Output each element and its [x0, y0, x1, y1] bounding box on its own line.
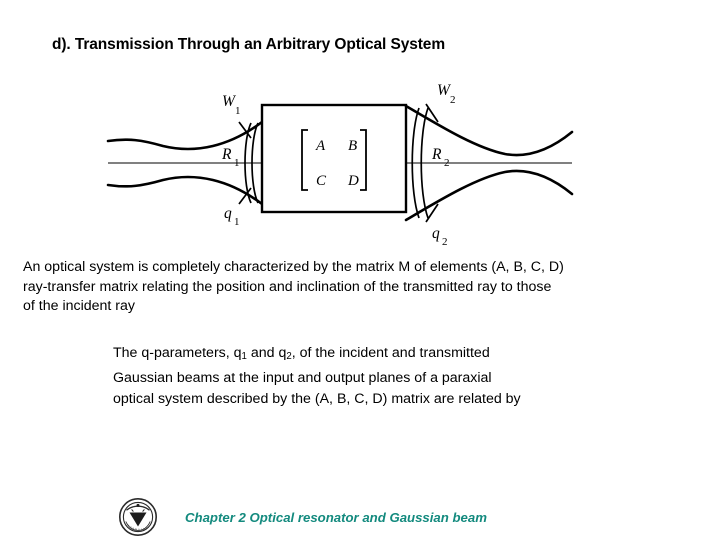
input-wavefront-arc-inner	[251, 122, 259, 204]
label-input-radius: R 1	[221, 146, 240, 169]
input-q-parameter-tick	[238, 187, 252, 205]
matrix-right-bracket	[360, 129, 367, 191]
diagram-canvas: A B C D W 1 R 1 q 1 W 2	[106, 82, 574, 248]
svg-text:I: I	[140, 527, 142, 531]
optical-system-box	[260, 103, 408, 214]
output-beam-width-tick	[425, 103, 439, 123]
input-beam-upper-envelope	[106, 120, 264, 151]
svg-text:X: X	[138, 528, 140, 532]
indented-line-1-part-2: and q	[246, 345, 287, 361]
university-seal-logo-icon: S H A N X I U N	[118, 497, 158, 537]
label-q1-subscript: 1	[234, 216, 240, 228]
label-q2-subscript: 2	[442, 236, 448, 248]
body-line-2: ray-transfer matrix relating the positio…	[23, 278, 552, 295]
svg-text:A: A	[132, 526, 135, 530]
indented-paragraph: The q-parameters, q1 and q2, of the inci…	[113, 343, 673, 411]
label-W1-base: W	[222, 93, 237, 110]
matrix-element-c: C	[316, 173, 327, 189]
label-q2-base: q	[432, 225, 440, 242]
indented-line-1-part-3: , of the incident and transmitted	[291, 345, 490, 361]
indented-line-1-part-1: The q-parameters, q	[113, 345, 242, 361]
svg-text:H: H	[129, 525, 133, 529]
label-output-radius: R 2	[431, 146, 450, 169]
input-beam-width-tick	[238, 121, 252, 139]
label-output-q-parameter: q 2	[432, 225, 448, 248]
output-wavefront-arc-inner	[411, 107, 420, 219]
matrix-element-d: D	[347, 173, 359, 189]
label-R2-base: R	[431, 146, 442, 163]
indented-line-1: The q-parameters, q1 and q2, of the inci…	[113, 343, 673, 368]
label-W2-base: W	[437, 82, 452, 99]
indented-line-2: Gaussian beams at the input and output p…	[113, 369, 492, 386]
indented-line-3: optical system described by the (A, B, C…	[113, 391, 521, 408]
svg-text:U: U	[142, 527, 145, 531]
label-input-q-parameter: q 1	[224, 205, 240, 228]
indented-line-1-subscript-2: 2	[286, 351, 292, 363]
svg-text:N: N	[144, 526, 148, 530]
body-line-1: An optical system is completely characte…	[23, 259, 564, 275]
matrix-element-a: A	[315, 138, 326, 154]
label-R1-subscript: 1	[234, 157, 240, 169]
label-W1-subscript: 1	[235, 105, 241, 117]
svg-text:S: S	[126, 523, 130, 527]
output-beam-lower-envelope	[404, 169, 574, 222]
footer: S H A N X I U N Chapter 2 Optical resona…	[118, 496, 487, 538]
body-line-3: of the incident ray	[23, 298, 135, 314]
output-beam-upper-envelope	[404, 104, 574, 157]
page-title: d). Transmission Through an Arbitrary Op…	[52, 36, 446, 53]
gaussian-beam-diagram: A B C D W 1 R 1 q 1 W 2	[0, 78, 720, 248]
label-output-beam-width: W 2	[437, 82, 456, 106]
svg-text:N: N	[135, 527, 137, 531]
footer-chapter-label: Chapter 2 Optical resonator and Gaussian…	[185, 509, 487, 525]
input-beam-lower-envelope	[106, 175, 264, 206]
indented-line-1-subscript-1: 1	[241, 351, 247, 363]
body-paragraph: An optical system is completely characte…	[23, 258, 707, 317]
matrix-element-b: B	[348, 138, 357, 154]
matrix-left-bracket	[301, 129, 308, 191]
label-W2-subscript: 2	[450, 94, 456, 106]
label-input-beam-width: W 1	[222, 93, 241, 117]
label-R2-subscript: 2	[444, 157, 450, 169]
label-R1-base: R	[221, 146, 232, 163]
label-q1-base: q	[224, 205, 232, 222]
output-q-parameter-tick	[425, 203, 439, 223]
